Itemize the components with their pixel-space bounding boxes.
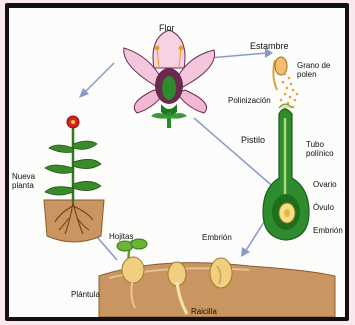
label-estambre: Estambre — [250, 41, 289, 51]
pistil-illustration — [263, 104, 309, 240]
label-plantula: Plántula — [71, 290, 100, 300]
pollen-grains — [280, 73, 299, 110]
label-hojitas: Hojitas — [109, 232, 133, 242]
label-nueva-planta-2: planta — [12, 181, 34, 191]
life-cycle-illustration — [9, 8, 345, 317]
label-tubo-polinico-2: polínico — [306, 149, 334, 159]
flower-illustration — [124, 30, 215, 128]
leaves — [45, 141, 101, 195]
arrow-flower-to-stamen — [209, 53, 267, 58]
arrowhead — [241, 247, 250, 257]
arrow-flower-to-pistil — [194, 118, 277, 190]
label-polinizacion: Polinización — [228, 96, 271, 106]
label-embrion-pistil: Embrión — [313, 226, 343, 236]
label-pistilo: Pistilo — [241, 135, 265, 145]
stamen-illustration — [273, 57, 298, 109]
seed-with-embryo — [210, 258, 232, 288]
arrow-pistil-to-seed — [245, 222, 264, 252]
label-embrion-seed: Embrión — [202, 233, 232, 243]
label-grano-de-polen-2: polen — [297, 70, 317, 80]
label-flor: Flor — [159, 23, 175, 33]
label-ovulo: Óvulo — [313, 203, 334, 213]
label-raicilla: Raicilla — [191, 307, 217, 317]
diagram-canvas: Flor Estambre Grano de polen Polinizació… — [9, 8, 345, 317]
arrow-plant-to-flower — [84, 63, 114, 93]
label-ovario: Ovario — [313, 180, 337, 190]
new-plant-illustration — [44, 116, 104, 242]
